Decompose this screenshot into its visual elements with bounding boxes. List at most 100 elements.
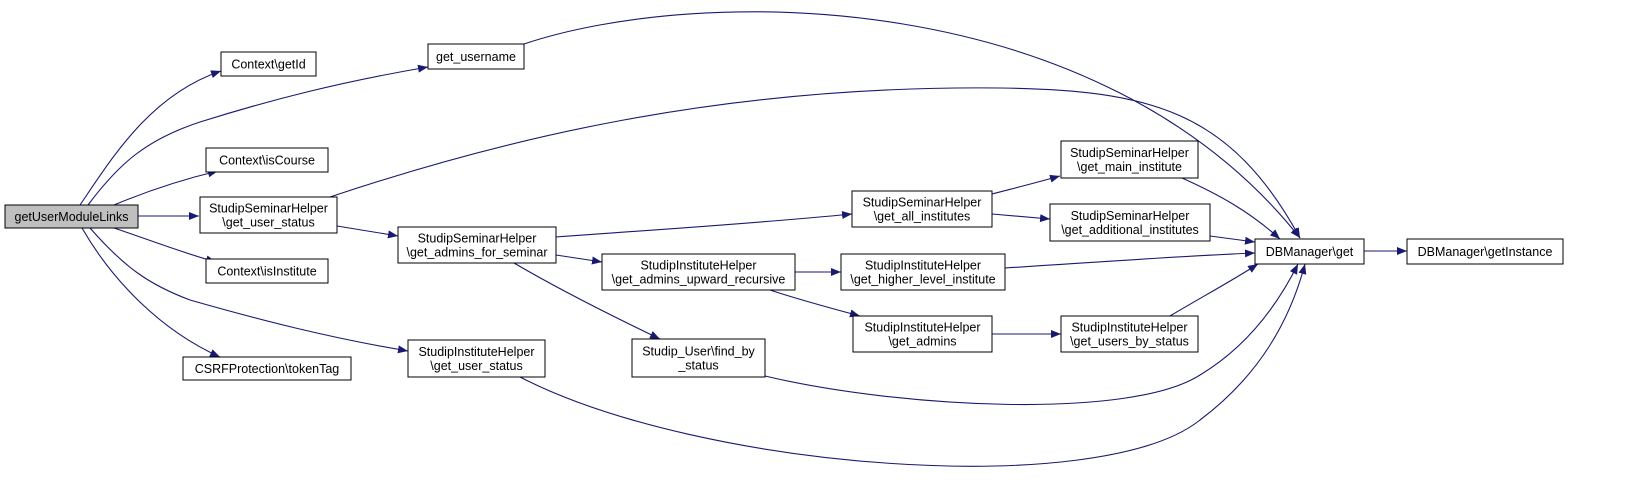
node-box <box>601 253 796 291</box>
node-label-line: \get_user_status <box>222 216 314 230</box>
edge-line <box>81 227 221 358</box>
edge-line <box>89 227 409 354</box>
edge-line <box>1209 235 1256 245</box>
node-label-line: getUserModuleLinks <box>15 210 129 224</box>
edge-root-to-ctx_isinstitute <box>113 227 217 264</box>
node-label-line: DBManager\getInstance <box>1418 245 1553 259</box>
node-label-line: \get_admins_for_seminar <box>406 246 547 260</box>
node-label-line: StudipSeminarHelper <box>418 232 537 246</box>
edge-line <box>991 213 1051 223</box>
node-label-line: StudipSeminarHelper <box>1070 146 1189 160</box>
node-label-line: \get_admins <box>888 335 956 349</box>
node-label-line: StudipSeminarHelper <box>863 196 982 210</box>
edge-line <box>79 70 222 206</box>
node-sih-higher-level[interactable]: StudipInstituteHelper\get_higher_level_i… <box>840 253 1006 291</box>
node-ctx-isinstitute[interactable]: Context\isInstitute <box>205 258 329 284</box>
node-box <box>205 258 329 284</box>
node-label-line: \get_main_institute <box>1077 160 1182 174</box>
node-label-line: StudipInstituteHelper <box>640 259 756 273</box>
edge-line <box>513 262 661 340</box>
node-root[interactable]: getUserModuleLinks <box>4 204 139 229</box>
node-ssh-admins-seminar[interactable]: StudipSeminarHelper\get_admins_for_semin… <box>397 226 557 264</box>
node-label-line: Studip_User\find_by <box>642 345 755 359</box>
node-ctx-getid[interactable]: Context\getId <box>220 51 317 77</box>
edge-line <box>1004 249 1256 269</box>
node-box <box>397 226 557 264</box>
edge-find_by_status-to-dbm_get <box>764 263 1299 406</box>
node-box <box>407 339 546 378</box>
node-label-line: StudipSeminarHelper <box>1071 209 1190 223</box>
edge-ssh_admins_seminar-to-ssh_all_inst <box>555 210 853 238</box>
node-box <box>220 51 317 77</box>
node-label-line: \get_admins_upward_recursive <box>612 273 786 287</box>
node-ssh-user-status[interactable]: StudipSeminarHelper\get_user_status <box>199 196 338 234</box>
node-box <box>1406 238 1564 265</box>
edge-line <box>523 11 1301 239</box>
edge-line <box>764 263 1299 406</box>
edge-line <box>555 210 853 238</box>
node-dbm-get[interactable]: DBManager\get <box>1254 238 1365 265</box>
edge-line <box>991 174 1061 195</box>
node-box <box>852 315 993 353</box>
node-box <box>1060 140 1199 179</box>
edge-line <box>1169 263 1259 317</box>
edge-line <box>87 64 429 206</box>
edge-line <box>113 169 219 206</box>
edges <box>79 11 1407 467</box>
node-label-line: \get_higher_level_institute <box>850 273 995 287</box>
node-sih-user-status[interactable]: StudipInstituteHelper\get_user_status <box>407 339 546 378</box>
edge-ssh_main_inst-to-dbm_get <box>1181 177 1281 240</box>
node-sih-admins-upward[interactable]: StudipInstituteHelper\get_admins_upward_… <box>601 253 796 291</box>
edge-sih_admins_upward-to-sih_admins <box>769 289 861 318</box>
node-label-line: Context\isCourse <box>219 154 315 168</box>
node-label-line: StudipInstituteHelper <box>864 321 980 335</box>
node-sih-users-by-status[interactable]: StudipInstituteHelper\get_users_by_statu… <box>1060 315 1199 353</box>
nodes: getUserModuleLinks Context\getId get_usern… <box>4 43 1564 381</box>
node-label-line: StudipInstituteHelper <box>1071 321 1187 335</box>
node-label-line: _status <box>677 359 718 373</box>
node-box <box>182 356 352 381</box>
node-label-line: StudipSeminarHelper <box>209 202 328 216</box>
node-box <box>1060 315 1199 353</box>
node-label-line: DBManager\get <box>1266 245 1354 259</box>
node-label-line: StudipInstituteHelper <box>865 259 981 273</box>
edge-ssh_all_inst-to-ssh_add_inst <box>991 213 1051 223</box>
node-box <box>840 253 1006 291</box>
edge-get_username-to-dbm_get <box>523 11 1301 239</box>
edge-line <box>329 87 1301 239</box>
edge-line <box>113 227 217 264</box>
node-get-username[interactable]: get_username <box>427 43 525 70</box>
edge-line <box>1181 177 1281 240</box>
node-box <box>205 147 329 173</box>
node-ctx-iscourse[interactable]: Context\isCourse <box>205 147 329 173</box>
edge-sih_users_by_status-to-dbm_get <box>1169 263 1259 317</box>
node-label-line: \get_all_institutes <box>874 210 971 224</box>
node-label-line: \get_users_by_status <box>1070 335 1189 349</box>
node-label-line: Context\isInstitute <box>217 265 316 279</box>
node-ssh-add-inst[interactable]: StudipSeminarHelper\get_additional_insti… <box>1049 203 1211 242</box>
node-csrf[interactable]: CSRFProtection\tokenTag <box>182 356 352 381</box>
node-label-line: \get_additional_institutes <box>1061 223 1199 237</box>
node-sih-admins[interactable]: StudipInstituteHelper\get_admins <box>852 315 993 353</box>
node-box <box>1254 238 1365 265</box>
node-ssh-all-inst[interactable]: StudipSeminarHelper\get_all_institutes <box>851 190 993 228</box>
edge-line <box>555 254 603 265</box>
edge-ssh_add_inst-to-dbm_get <box>1209 235 1256 245</box>
edge-sih_user_status-to-dbm_get <box>519 263 1307 467</box>
edge-ssh_admins_seminar-to-sih_admins_upward <box>555 254 603 265</box>
node-ssh-main-inst[interactable]: StudipSeminarHelper\get_main_institute <box>1060 140 1199 179</box>
node-label-line: StudipInstituteHelper <box>418 345 534 359</box>
node-label-line: get_username <box>436 50 516 64</box>
node-box <box>427 43 525 70</box>
node-box <box>631 338 766 378</box>
edge-line <box>336 225 399 239</box>
node-box <box>1049 203 1211 242</box>
node-box <box>851 190 993 228</box>
node-label-line: Context\getId <box>231 58 305 72</box>
node-dbm-instance[interactable]: DBManager\getInstance <box>1406 238 1564 265</box>
edge-root-to-ctx_getid <box>79 70 222 206</box>
node-label-line: CSRFProtection\tokenTag <box>195 362 340 376</box>
edge-line <box>769 289 861 318</box>
node-find-by-status[interactable]: Studip_User\find_by_status <box>631 338 766 378</box>
